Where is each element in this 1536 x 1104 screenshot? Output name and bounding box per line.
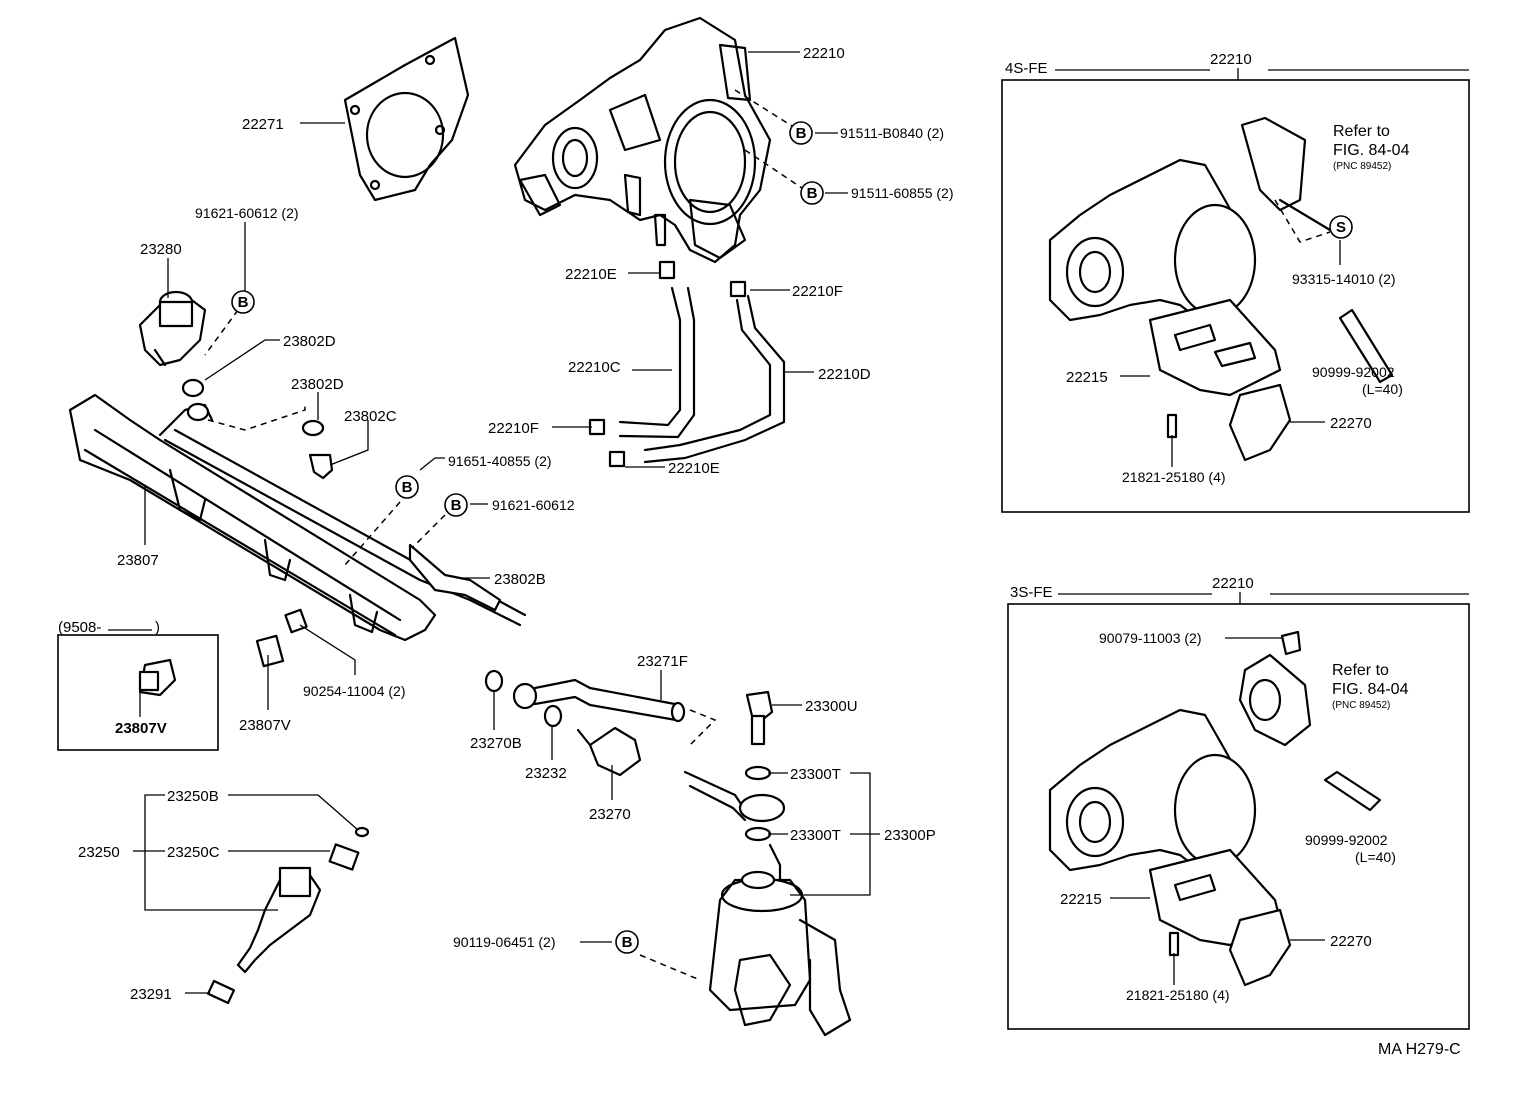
label-90999-92002: 90999-92002 bbox=[1312, 364, 1395, 380]
label-23270b: 23270B bbox=[470, 735, 522, 752]
label-l40: (L=40) bbox=[1362, 381, 1403, 397]
label-23280: 23280 bbox=[140, 241, 182, 258]
label-22210f: 22210F bbox=[792, 283, 843, 300]
panel-3s-fe-title: 3S-FE bbox=[1010, 584, 1053, 601]
fuel-delivery-pipe-23807 bbox=[68, 393, 527, 642]
label-22271: 22271 bbox=[242, 116, 284, 133]
label-90254-11004: 90254-11004 (2) bbox=[303, 683, 405, 699]
label-23271f: 23271F bbox=[637, 653, 688, 670]
label-21821-25180: 21821-25180 (4) bbox=[1122, 469, 1226, 485]
label-23270: 23270 bbox=[589, 806, 631, 823]
refer-text: Refer to bbox=[1332, 662, 1389, 679]
leader-lines bbox=[133, 51, 1341, 994]
bolt-symbol: B bbox=[622, 934, 633, 951]
panel-4s-fe-title: 4S-FE bbox=[1005, 60, 1048, 77]
label-23291: 23291 bbox=[130, 986, 172, 1003]
panel-4s-fe bbox=[1001, 79, 1470, 513]
label-90119-06451: 90119-06451 (2) bbox=[453, 934, 555, 950]
refer-fig: FIG. 84-04 bbox=[1332, 681, 1409, 698]
label-23807: 23807 bbox=[117, 552, 159, 569]
small-parts bbox=[181, 378, 563, 728]
label-l40: (L=40) bbox=[1355, 849, 1396, 865]
label-90999-92002: 90999-92002 bbox=[1305, 832, 1388, 848]
label-22210f: 22210F bbox=[488, 420, 539, 437]
label-22270: 22270 bbox=[1330, 415, 1372, 432]
screw-symbol: S bbox=[1336, 219, 1346, 236]
panel-3s-fe-text: 3S-FE 22210 90079-11003 (2) Refer to FIG… bbox=[1010, 575, 1469, 1003]
label-23300p: 23300P bbox=[884, 827, 936, 844]
label-23300u: 23300U bbox=[805, 698, 858, 715]
label-91651-40855: 91651-40855 (2) bbox=[448, 453, 552, 469]
label-22270: 22270 bbox=[1330, 933, 1372, 950]
bolt-symbol: B bbox=[796, 125, 807, 142]
panel-9508-close: ) bbox=[155, 619, 160, 636]
bolt-symbol: B bbox=[402, 479, 413, 496]
panel-4s-fe-text: 4S-FE 22210 Refer to FIG. 84-04 (PNC 894… bbox=[1005, 51, 1469, 485]
label-22215: 22215 bbox=[1066, 369, 1108, 386]
pulsation-damper-23270 bbox=[576, 726, 642, 777]
label-22210d: 22210D bbox=[818, 366, 871, 383]
dashed-lines bbox=[204, 89, 1331, 981]
label-23807v: 23807V bbox=[239, 717, 291, 734]
label-23232: 23232 bbox=[525, 765, 567, 782]
union-bolt-23300u bbox=[683, 690, 786, 842]
label-91621-60612: 91621-60612 bbox=[492, 497, 575, 513]
refer-text: Refer to bbox=[1333, 123, 1390, 140]
label-23250c: 23250C bbox=[167, 844, 220, 861]
label-23807v-inset: 23807V bbox=[115, 720, 167, 737]
label-22215: 22215 bbox=[1060, 891, 1102, 908]
fuel-pipe-23271f bbox=[512, 678, 686, 723]
injector-23250 bbox=[206, 826, 370, 1005]
label-90079-11003: 90079-11003 (2) bbox=[1099, 630, 1201, 646]
label-23802d: 23802D bbox=[291, 376, 344, 393]
bolt-symbol: B bbox=[807, 185, 818, 202]
label-22210: 22210 bbox=[803, 45, 845, 62]
panel-3s-fe bbox=[1007, 603, 1470, 1030]
hoses bbox=[588, 260, 786, 468]
diagram-id: MA H279-C bbox=[1378, 1041, 1461, 1058]
panel-4s-fe-assembly: 22210 bbox=[1210, 51, 1252, 68]
panel-9508-title: (9508- bbox=[58, 619, 101, 636]
panel-9508 bbox=[57, 634, 219, 751]
label-23802c: 23802C bbox=[344, 408, 397, 425]
label-23300t: 23300T bbox=[790, 827, 841, 844]
refer-pnc: (PNC 89452) bbox=[1333, 161, 1391, 172]
label-21821-25180: 21821-25180 (4) bbox=[1126, 987, 1230, 1003]
label-22210e: 22210E bbox=[565, 266, 617, 283]
panel-3s-fe-assembly: 22210 bbox=[1212, 575, 1254, 592]
gasket-22271 bbox=[343, 36, 470, 202]
symbol-circles: B B B B B B S bbox=[231, 121, 1353, 954]
label-23802d: 23802D bbox=[283, 333, 336, 350]
bolt-symbol: B bbox=[238, 294, 249, 311]
bolt-symbol: B bbox=[451, 497, 462, 514]
label-23250b: 23250B bbox=[167, 788, 219, 805]
label-22210e: 22210E bbox=[668, 460, 720, 477]
label-23300t: 23300T bbox=[790, 766, 841, 783]
refer-pnc: (PNC 89452) bbox=[1332, 700, 1390, 711]
panel-9508-text: (9508- ) 23807V bbox=[58, 619, 167, 737]
label-91511-60855: 91511-60855 (2) bbox=[851, 185, 953, 201]
pressure-regulator-23300p bbox=[708, 843, 852, 1037]
label-23250: 23250 bbox=[78, 844, 120, 861]
throttle-body-main bbox=[513, 16, 772, 264]
part-labels: 22210 91511-B0840 (2) 91511-60855 (2) 22… bbox=[78, 45, 1461, 1058]
label-22210c: 22210C bbox=[568, 359, 621, 376]
refer-fig: FIG. 84-04 bbox=[1333, 142, 1410, 159]
label-91511-b0840: 91511-B0840 (2) bbox=[840, 125, 944, 141]
label-91621-60612-2: 91621-60612 (2) bbox=[195, 205, 299, 221]
label-23802b: 23802B bbox=[494, 571, 546, 588]
label-93315-14010: 93315-14010 (2) bbox=[1292, 271, 1396, 287]
vsv-23280 bbox=[138, 290, 207, 367]
